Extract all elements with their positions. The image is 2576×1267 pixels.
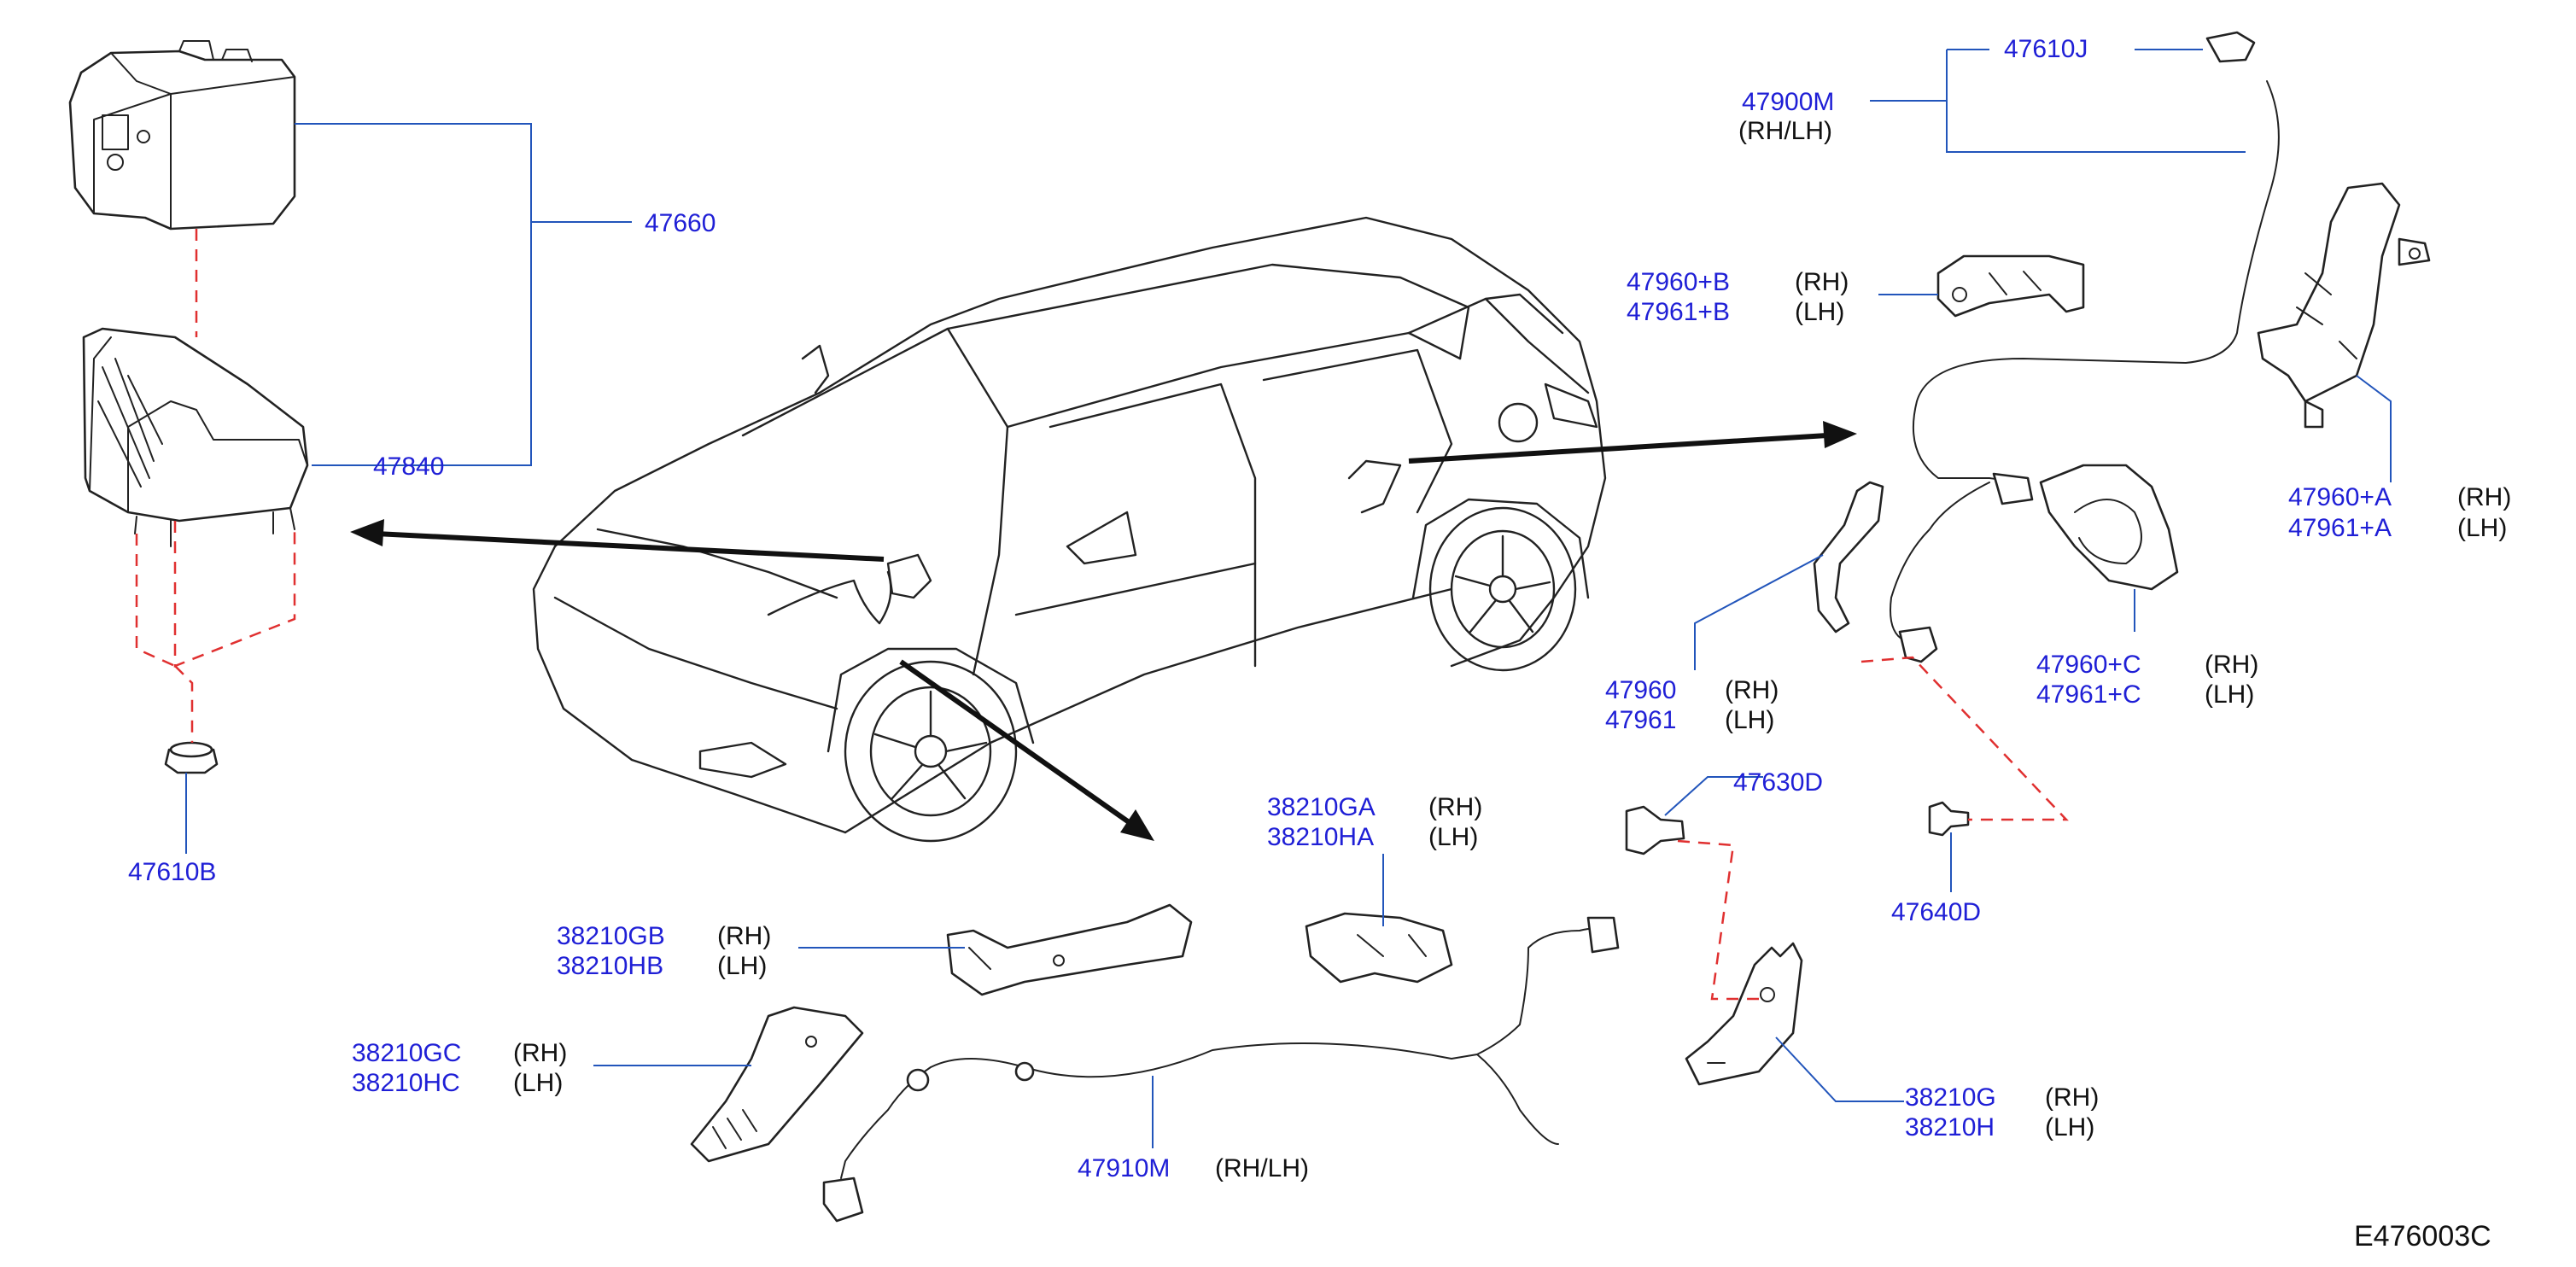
label-47610j[interactable]: 47610J: [2004, 35, 2088, 63]
label-47961c[interactable]: 47961+C: [2036, 680, 2141, 709]
bracket-47960b[interactable]: [1936, 254, 2085, 318]
side-38210gb: (RH): [717, 922, 772, 950]
vehicle-illustration: [532, 216, 1607, 843]
bolt-47630d[interactable]: [1625, 805, 1685, 855]
callout-arrows: [350, 421, 1857, 841]
dashed-lines-left: [135, 229, 296, 743]
label-47660[interactable]: 47660: [645, 209, 716, 237]
label-47960a[interactable]: 47960+A: [2288, 483, 2392, 511]
cover-47960c[interactable]: [2039, 464, 2179, 591]
leaders-right: [593, 49, 2392, 1148]
label-38210hc[interactable]: 38210HC: [352, 1069, 460, 1097]
label-38210gb[interactable]: 38210GB: [557, 922, 665, 950]
figure-id: E476003C: [2354, 1220, 2491, 1252]
label-47961b[interactable]: 47961+B: [1627, 298, 1730, 326]
dashed-lines-right: [1677, 656, 2069, 1001]
side-38210hc: (LH): [513, 1069, 564, 1097]
side-47961a: (LH): [2457, 514, 2508, 542]
side-47960: (RH): [1725, 676, 1779, 704]
side-47961c: (LH): [2205, 680, 2255, 709]
label-38210gc[interactable]: 38210GC: [352, 1039, 462, 1067]
side-47961: (LH): [1725, 706, 1775, 734]
front-wheel-sensor-47910m[interactable]: [822, 916, 1620, 1223]
label-38210ha[interactable]: 38210HA: [1267, 823, 1375, 851]
side-47960b: (RH): [1795, 268, 1849, 296]
label-38210ga[interactable]: 38210GA: [1267, 793, 1376, 821]
side-38210g: (RH): [2045, 1083, 2100, 1112]
clip-47610j[interactable]: [2205, 31, 2256, 63]
bracket-38210g[interactable]: [1685, 942, 1803, 1086]
bracket-38210gc[interactable]: [690, 1006, 864, 1163]
label-47640d[interactable]: 47640D: [1891, 898, 1982, 926]
arrow-head-left: [350, 519, 384, 546]
label-38210hb[interactable]: 38210HB: [557, 952, 664, 980]
label-38210h[interactable]: 38210H: [1905, 1113, 1995, 1141]
abs-actuator-unit[interactable]: [68, 40, 296, 231]
rear-wheel-sensor-47900m[interactable]: [1890, 80, 2280, 663]
label-47960b[interactable]: 47960+B: [1627, 268, 1730, 296]
side-38210gc: (RH): [513, 1039, 568, 1067]
label-47960[interactable]: 47960: [1605, 676, 1677, 704]
label-47630d[interactable]: 47630D: [1733, 768, 1824, 797]
bracket-38210gb[interactable]: [946, 903, 1193, 996]
side-47900m: (RH/LH): [1738, 117, 1832, 145]
side-38210ha: (LH): [1428, 823, 1479, 851]
side-47960a: (RH): [2457, 483, 2512, 511]
side-38210ga: (RH): [1428, 793, 1483, 821]
side-47961b: (LH): [1795, 298, 1845, 326]
bracket-47960a[interactable]: [2257, 182, 2431, 429]
grommet-47610b[interactable]: [164, 741, 219, 774]
bracket-38210ga[interactable]: [1305, 912, 1453, 984]
label-47610b[interactable]: 47610B: [128, 858, 217, 886]
side-47910m: (RH/LH): [1215, 1154, 1309, 1182]
arrow-head-right: [1823, 421, 1857, 448]
side-38210h: (LH): [2045, 1113, 2095, 1141]
label-47961a[interactable]: 47961+A: [2288, 514, 2392, 542]
label-47840[interactable]: 47840: [373, 452, 445, 481]
label-47961[interactable]: 47961: [1605, 706, 1677, 734]
label-47910m[interactable]: 47910M: [1078, 1154, 1171, 1182]
label-47900m[interactable]: 47900M: [1742, 88, 1835, 116]
label-38210g[interactable]: 38210G: [1905, 1083, 1996, 1112]
arrow-head-down: [1120, 809, 1154, 841]
bolt-47640d[interactable]: [1928, 801, 1970, 837]
actuator-bracket[interactable]: [82, 327, 309, 547]
label-47960c[interactable]: 47960+C: [2036, 651, 2141, 679]
leaders-left: [185, 123, 632, 854]
side-38210hb: (LH): [717, 952, 768, 980]
bracket-47960[interactable]: [1813, 481, 1884, 634]
side-47960c: (RH): [2205, 651, 2259, 679]
